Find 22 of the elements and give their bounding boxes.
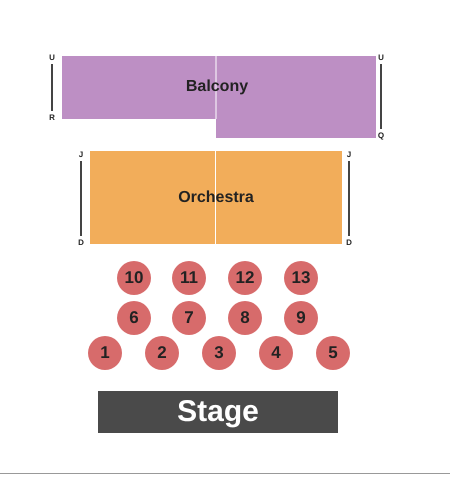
table-circle: 2 (145, 336, 179, 370)
row-letter: R (48, 113, 56, 122)
row-letter: U (48, 53, 56, 62)
table-circle: 3 (202, 336, 236, 370)
table-circle: 5 (316, 336, 350, 370)
table-circle: 4 (259, 336, 293, 370)
table-circle: 12 (228, 261, 262, 295)
row-letter: U (377, 53, 385, 62)
table-circle: 7 (172, 301, 206, 335)
table-circle: 9 (284, 301, 318, 335)
row-letter: J (346, 150, 352, 159)
row-letter: J (78, 150, 84, 159)
table-circle: 1 (88, 336, 122, 370)
stage: Stage (98, 391, 338, 433)
row-letter: D (77, 238, 85, 247)
table-circle: 8 (228, 301, 262, 335)
table-circle: 11 (172, 261, 206, 295)
row-letter: D (345, 238, 353, 247)
table-circle: 13 (284, 261, 318, 295)
table-circle: 10 (117, 261, 151, 295)
row-letter: Q (376, 131, 386, 140)
table-circle: 6 (117, 301, 151, 335)
